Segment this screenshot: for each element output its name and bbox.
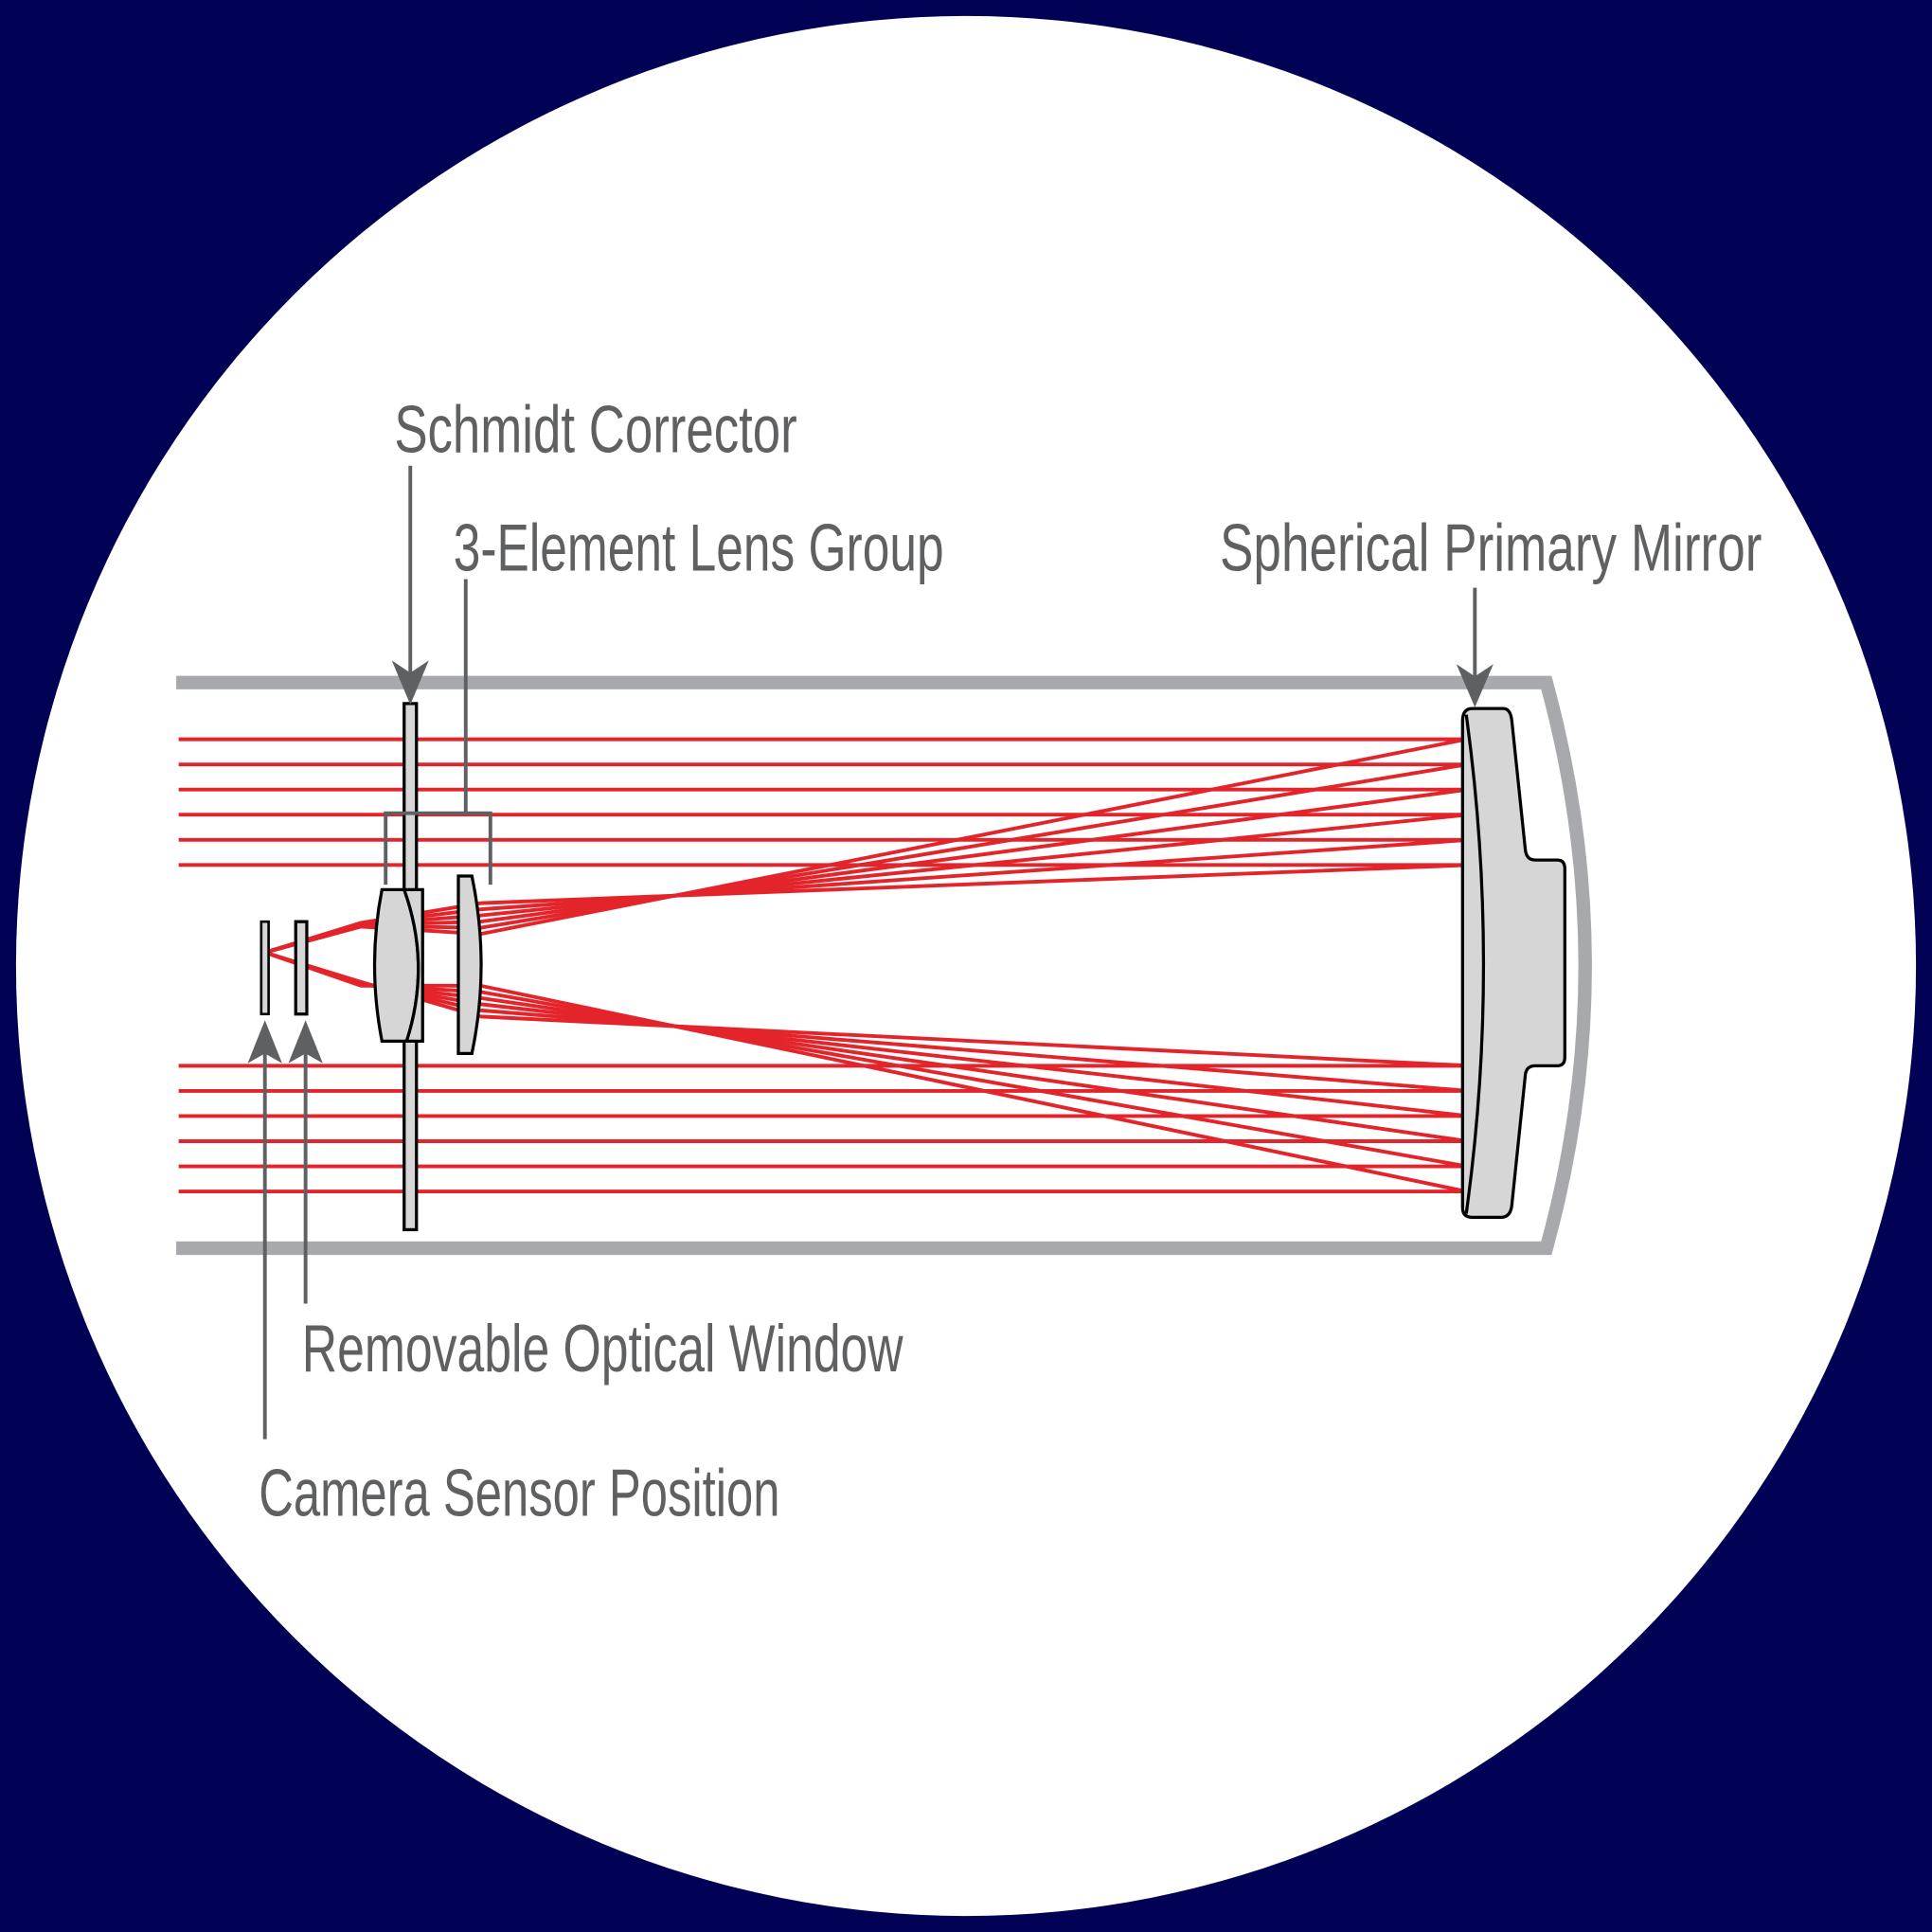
camera-sensor	[259, 920, 270, 1016]
label-primary-mirror: Spherical Primary Mirror	[1220, 510, 1762, 584]
telescope-tube	[176, 675, 1592, 1256]
lens-element-3	[456, 874, 483, 1055]
primary-mirror	[1460, 707, 1566, 1220]
arrow-up-icon	[288, 1020, 323, 1064]
label-lens-group: 3-Element Lens Group	[454, 510, 944, 584]
light-rays	[178, 737, 1471, 1194]
label-optical-window: Removable Optical Window	[302, 1311, 903, 1386]
lens-element-2	[402, 887, 424, 1043]
arrow-down-icon	[391, 660, 429, 706]
light-ray	[178, 863, 1471, 955]
label-sensor-position: Camera Sensor Position	[259, 1455, 779, 1530]
optical-window	[294, 920, 309, 1016]
circle-frame	[15, 15, 1917, 1917]
label-schmidt-corrector: Schmidt Corrector	[394, 391, 796, 466]
arrow-up-icon	[247, 1020, 282, 1064]
arrow-down-icon	[1456, 664, 1494, 707]
lens-group	[372, 874, 483, 1055]
lens-group-bracket	[384, 579, 492, 886]
callout-pointers	[247, 465, 1494, 1440]
